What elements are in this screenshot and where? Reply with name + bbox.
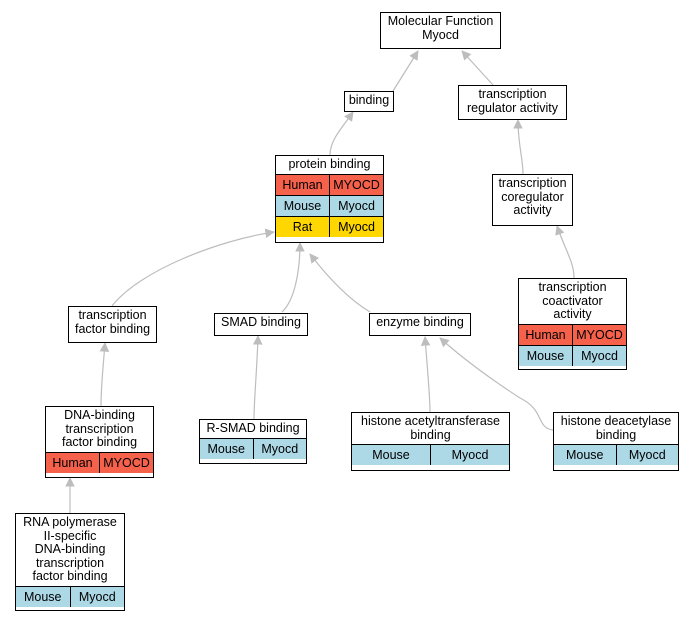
gene-cell: Myocd <box>329 194 383 216</box>
node-label: transcription factor binding <box>74 308 151 336</box>
node-binding[interactable]: binding <box>344 91 394 112</box>
node-label: R-SMAD binding <box>206 421 300 435</box>
edge-tra-to-mf <box>461 50 494 86</box>
edge-tca-to-tcr <box>555 225 575 279</box>
node-dna-binding-transcription-factor-binding[interactable]: DNA-binding transcription factor binding… <box>45 406 154 478</box>
edge-pb-to-binding <box>329 111 354 156</box>
gene-cell: MYOCD <box>99 451 153 473</box>
gene-cell: MYOCD <box>572 323 626 345</box>
node-transcription-coregulator-activity[interactable]: transcription coregulator activity <box>492 174 573 226</box>
node-label: transcription coactivator activity <box>538 280 607 321</box>
gene-cell: Myocd <box>329 215 383 237</box>
species-cell: Mouse <box>519 344 573 366</box>
species-cell: Mouse <box>276 194 330 216</box>
edge-hdac-to-enz <box>439 337 554 431</box>
node-label: histone deacetylase binding <box>560 414 672 442</box>
edge-binding-to-mf <box>392 50 419 92</box>
node-label: protein binding <box>288 157 371 171</box>
node-label: enzyme binding <box>376 315 464 329</box>
species-cell: Human <box>276 173 330 195</box>
edge-enz-to-pb <box>309 253 371 313</box>
gene-cell: Myocd <box>252 437 306 459</box>
node-rna-polymerase-ii-specific-dna-binding-tf-binding[interactable]: RNA polymerase II-specific DNA-binding t… <box>15 513 125 611</box>
node-label: binding <box>348 93 390 107</box>
species-cell: Mouse <box>554 444 616 465</box>
edge-tfb-to-pb <box>111 228 275 307</box>
node-molecular-function[interactable]: Molecular Function Myocd <box>380 12 501 49</box>
edge-smad-to-pb <box>281 242 305 313</box>
node-smad-binding[interactable]: SMAD binding <box>214 313 308 336</box>
species-cell: Human <box>519 323 573 345</box>
node-label: SMAD binding <box>221 315 301 329</box>
species-cell: Human <box>46 451 100 473</box>
gene-cell: Myocd <box>615 444 678 465</box>
node-transcription-regulator-activity[interactable]: transcription regulator activity <box>458 85 567 120</box>
species-cell: Rat <box>276 215 330 237</box>
node-label: RNA polymerase II-specific DNA-binding t… <box>23 515 117 583</box>
gene-cell: Myocd <box>69 585 124 607</box>
node-label: histone acetyltransferase binding <box>361 414 500 442</box>
species-cell: Mouse <box>200 437 253 459</box>
species-cell: Mouse <box>16 585 70 607</box>
node-label: Molecular Function Myocd <box>387 14 494 42</box>
node-enzyme-binding[interactable]: enzyme binding <box>369 313 471 336</box>
gene-cell: Myocd <box>572 344 626 366</box>
node-transcription-factor-binding[interactable]: transcription factor binding <box>68 306 157 343</box>
edge-hat-to-enz <box>420 336 431 413</box>
edge-rsmad-to-smad <box>252 335 263 420</box>
node-label: transcription regulator activity <box>466 87 558 115</box>
edge-dna-to-tfb <box>99 342 110 407</box>
gene-cell: MYOCD <box>329 173 383 195</box>
node-label: transcription coregulator activity <box>498 176 567 217</box>
edge-tcr-to-tra <box>513 119 524 175</box>
species-cell: Mouse <box>352 444 431 465</box>
node-transcription-coactivator-activity[interactable]: transcription coactivator activity Human… <box>518 278 627 370</box>
node-label: DNA-binding transcription factor binding <box>61 408 138 449</box>
gene-cell: Myocd <box>430 444 509 465</box>
